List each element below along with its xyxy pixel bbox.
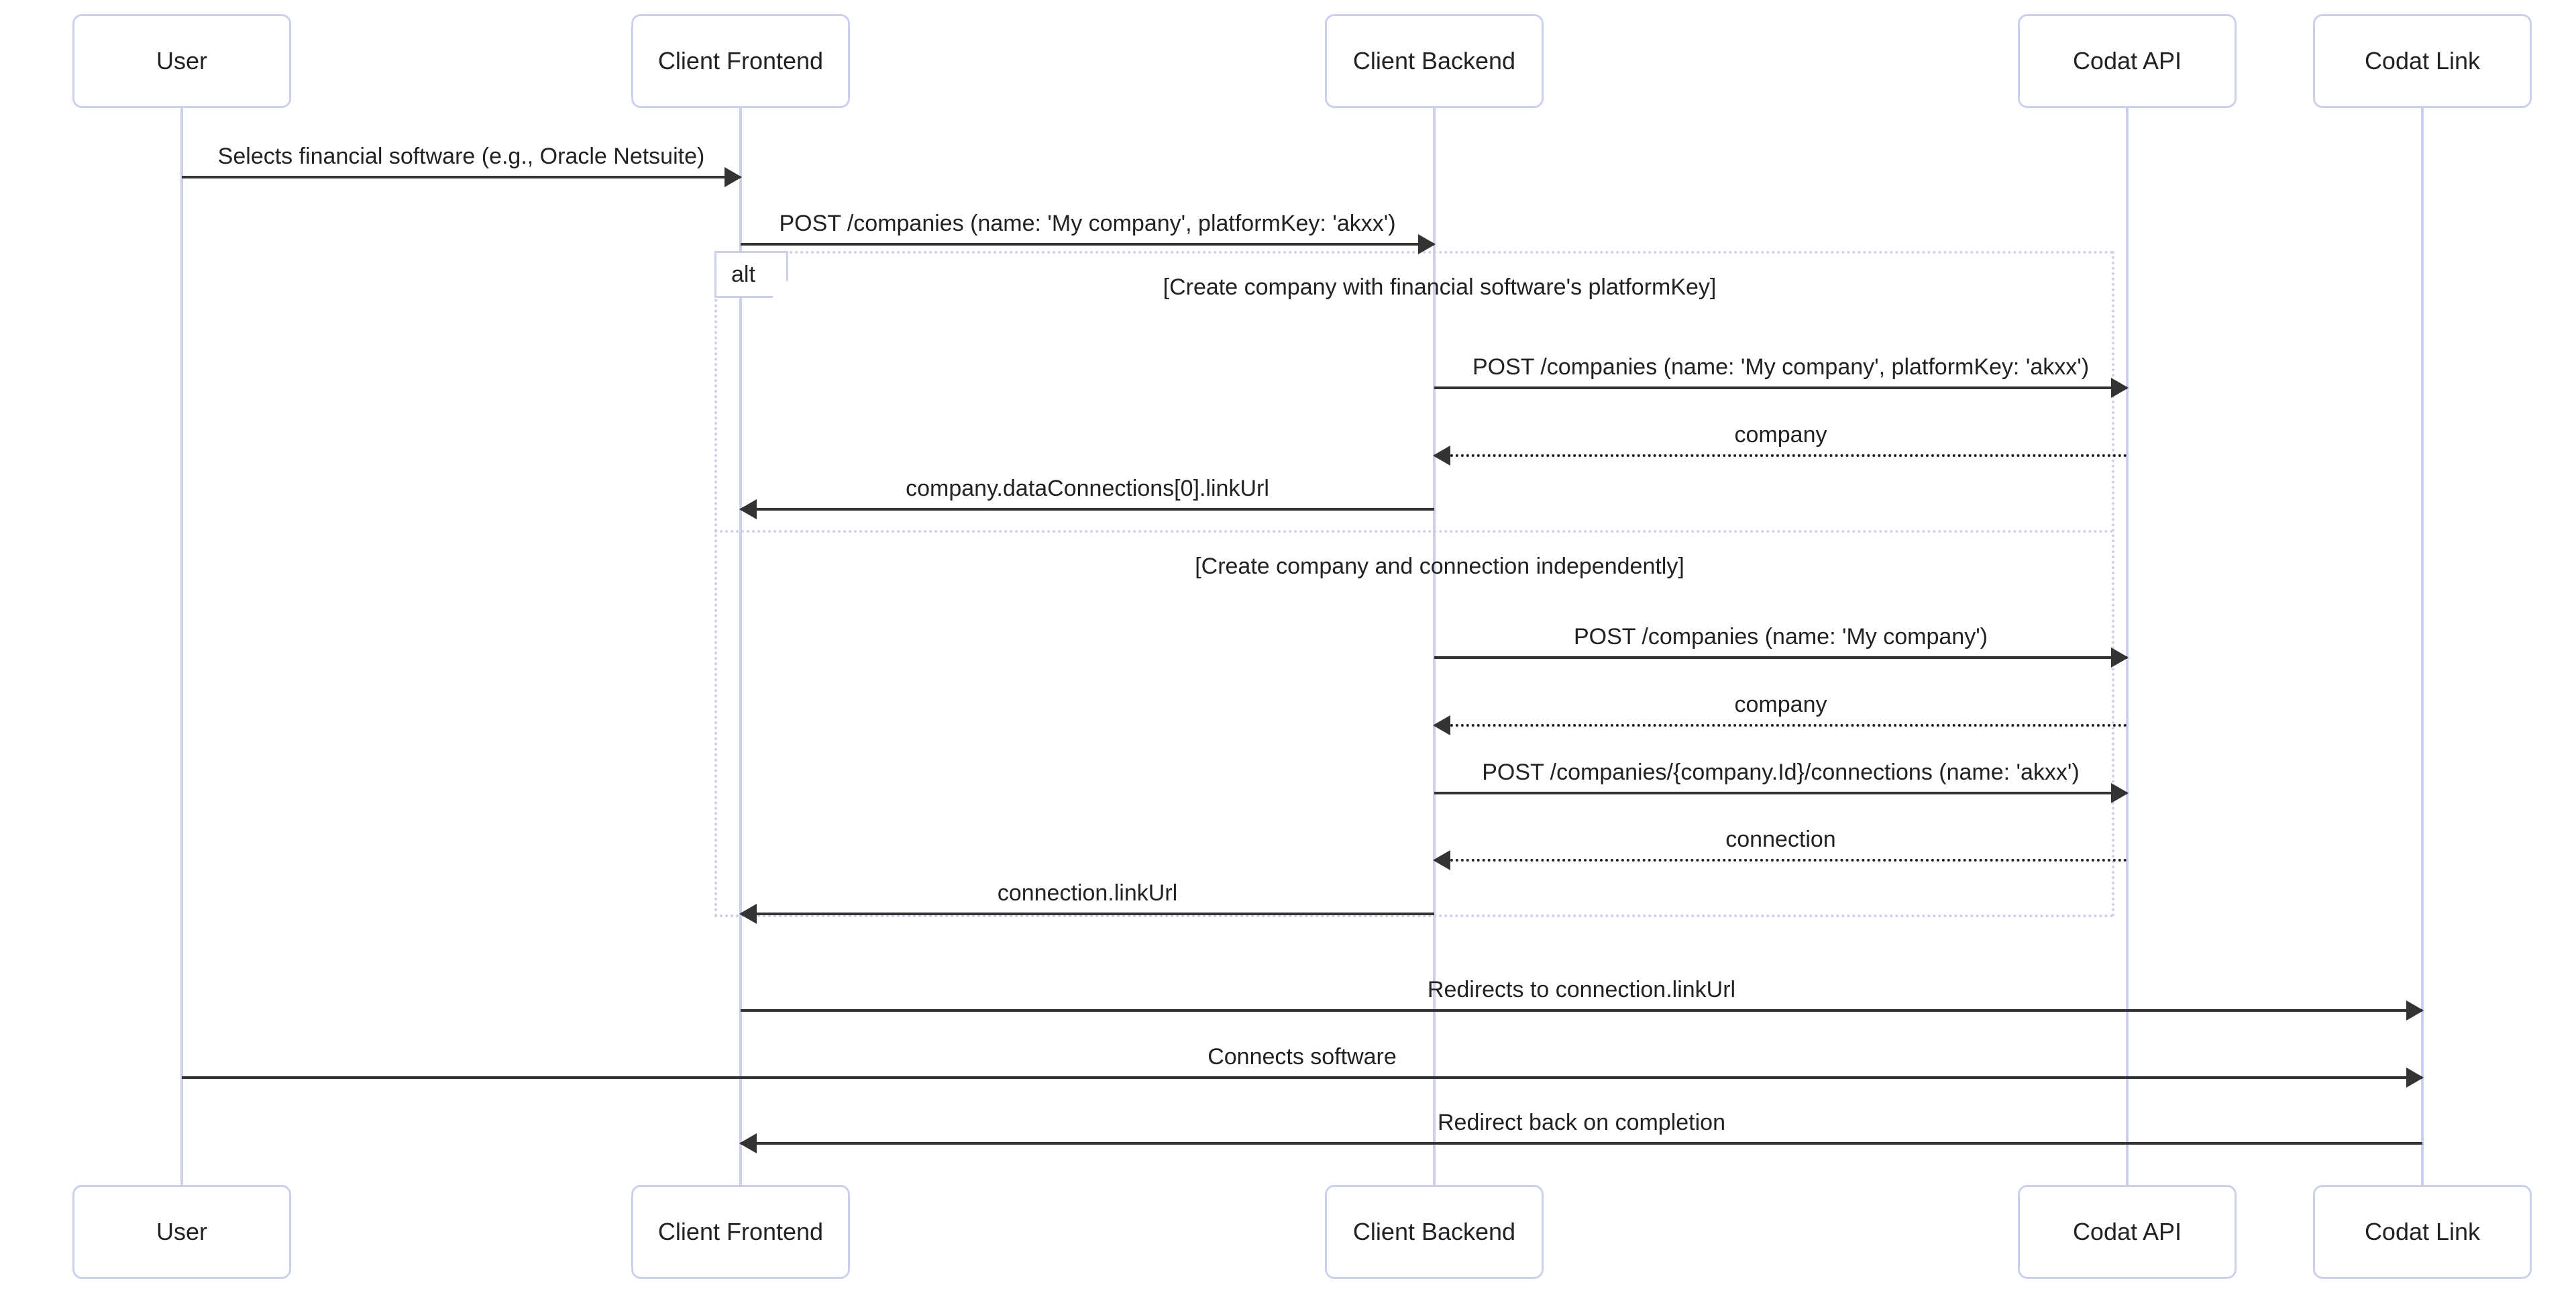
arrow-head-icon	[1433, 850, 1450, 870]
message-label-m9: connection	[1725, 827, 1836, 852]
message-label-m1: Selects financial software (e.g., Oracle…	[217, 144, 705, 169]
message-label-m6: POST /companies (name: 'My company')	[1573, 624, 1988, 650]
message-arrow-m4	[1433, 446, 2127, 466]
alt-keyword-label: alt	[714, 251, 788, 298]
arrow-shaft	[182, 176, 741, 178]
arrow-head-icon	[2111, 378, 2129, 398]
alt-block-frame	[714, 251, 2114, 917]
message-arrow-m10	[739, 904, 1434, 924]
arrow-head-icon	[1418, 234, 1436, 254]
message-label-m7: company	[1734, 692, 1827, 717]
message-arrow-m7	[1433, 715, 2127, 735]
message-label-m13: Redirect back on completion	[1437, 1110, 1726, 1135]
arrow-shaft	[1434, 792, 2127, 794]
arrow-head-icon	[739, 1133, 757, 1153]
arrow-shaft	[741, 913, 1434, 915]
arrow-head-icon	[1433, 715, 1450, 735]
arrow-head-icon	[724, 167, 742, 187]
arrow-shaft	[741, 508, 1434, 511]
message-label-m2: POST /companies (name: 'My company', pla…	[779, 211, 1396, 236]
message-arrow-m2	[741, 234, 1436, 254]
arrow-shaft	[741, 243, 1434, 246]
message-arrow-m12	[182, 1068, 2424, 1088]
arrow-shaft	[182, 1076, 2422, 1079]
message-arrow-m5	[739, 499, 1434, 519]
message-arrow-m3	[1434, 378, 2129, 398]
participant-api-bottom[interactable]: Codat API	[2018, 1185, 2237, 1279]
arrow-shaft	[1434, 859, 2127, 862]
message-label-m12: Connects software	[1208, 1044, 1397, 1070]
arrow-shaft	[741, 1142, 2422, 1145]
participant-backend-bottom[interactable]: Client Backend	[1325, 1185, 1544, 1279]
lifeline-api	[2126, 108, 2129, 1185]
alt-branch-condition-2: [Create company and connection independe…	[1195, 554, 1684, 579]
message-label-m10: connection.linkUrl	[997, 880, 1178, 906]
participant-user-top[interactable]: User	[72, 14, 291, 108]
message-arrow-m11	[741, 1000, 2424, 1021]
participant-frontend-top[interactable]: Client Frontend	[631, 14, 850, 108]
message-label-m5: company.dataConnections[0].linkUrl	[906, 476, 1269, 501]
participant-api-top[interactable]: Codat API	[2018, 14, 2237, 108]
message-arrow-m13	[739, 1133, 2422, 1153]
arrow-shaft	[741, 1009, 2422, 1012]
message-label-m8: POST /companies/{company.Id}/connections…	[1482, 760, 2080, 785]
participant-backend-top[interactable]: Client Backend	[1325, 14, 1544, 108]
participant-frontend-bottom[interactable]: Client Frontend	[631, 1185, 850, 1279]
lifeline-frontend	[739, 108, 742, 1185]
message-arrow-m1	[182, 167, 742, 187]
arrow-shaft	[1434, 454, 2127, 457]
lifeline-user	[180, 108, 183, 1185]
participant-user-bottom[interactable]: User	[72, 1185, 291, 1279]
message-arrow-m9	[1433, 850, 2127, 870]
participant-link-bottom[interactable]: Codat Link	[2313, 1185, 2532, 1279]
message-arrow-m6	[1434, 647, 2129, 668]
arrow-head-icon	[739, 904, 757, 924]
alt-branch-divider	[714, 530, 2114, 533]
arrow-head-icon	[2406, 1000, 2424, 1021]
arrow-shaft	[1434, 656, 2127, 659]
message-label-m3: POST /companies (name: 'My company', pla…	[1472, 354, 2090, 380]
arrow-shaft	[1434, 386, 2127, 389]
lifeline-backend	[1433, 108, 1436, 1185]
participant-link-top[interactable]: Codat Link	[2313, 14, 2532, 108]
message-label-m4: company	[1734, 422, 1827, 448]
alt-branch-condition-1: [Create company with financial software'…	[1163, 274, 1717, 300]
arrow-head-icon	[2111, 647, 2129, 668]
arrow-head-icon	[1433, 446, 1450, 466]
arrow-head-icon	[2111, 783, 2129, 803]
message-arrow-m8	[1434, 783, 2129, 803]
lifeline-link	[2421, 108, 2424, 1185]
message-label-m11: Redirects to connection.linkUrl	[1427, 977, 1736, 1002]
arrow-head-icon	[2406, 1068, 2424, 1088]
arrow-shaft	[1434, 724, 2127, 727]
arrow-head-icon	[739, 499, 757, 519]
